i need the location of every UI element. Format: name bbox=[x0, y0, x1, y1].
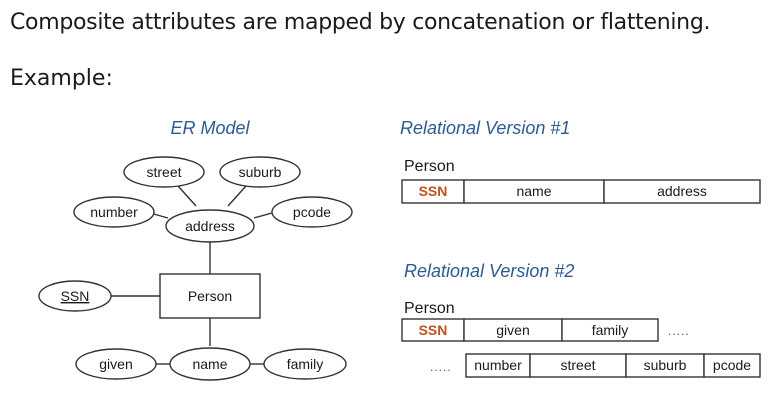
attr-number-ellipse bbox=[73, 196, 155, 228]
attr-street-ellipse bbox=[123, 156, 205, 188]
rel1-cell-ssn-text: SSN bbox=[419, 183, 448, 199]
er-model: ER Model street suburb number address pc… bbox=[38, 118, 353, 381]
attr-family-ellipse bbox=[263, 348, 347, 380]
rel2-cell-pcode bbox=[703, 353, 761, 378]
rel2-cell-suburb-text: suburb bbox=[644, 357, 687, 373]
rel2-title: Relational Version #2 bbox=[404, 261, 574, 281]
example-label: Example: bbox=[10, 66, 113, 91]
attr-street-label: street bbox=[146, 164, 181, 180]
attr-address-label: address bbox=[185, 218, 235, 234]
attr-name-label: name bbox=[192, 356, 227, 372]
rel2-cell-family-text: family bbox=[592, 322, 629, 338]
attr-suburb-ellipse bbox=[219, 156, 301, 188]
edge-street-address bbox=[177, 185, 197, 207]
rel2-relation-name: Person bbox=[404, 300, 455, 317]
attr-pcode-ellipse bbox=[271, 196, 353, 228]
edge-pcode-address bbox=[253, 212, 273, 219]
attr-ssn-label: SSN bbox=[61, 288, 90, 304]
relational-version-2: Relational Version #2 Person SSN given f… bbox=[401, 261, 761, 378]
attr-suburb-label: suburb bbox=[239, 164, 282, 180]
edge-suburb-address bbox=[227, 185, 247, 207]
rel1-cell-address bbox=[603, 179, 761, 204]
attr-given-label: given bbox=[99, 356, 132, 372]
heading-text: Composite attributes are mapped by conca… bbox=[10, 10, 711, 35]
relational-version-1: Relational Version #1 Person SSN name ad… bbox=[400, 118, 761, 204]
rel2-row1-continuation: ..... bbox=[668, 324, 690, 338]
entity-person-label: Person bbox=[188, 288, 232, 304]
rel2-row2-continuation: ..... bbox=[430, 360, 452, 374]
rel2-cell-given-text: given bbox=[496, 322, 529, 338]
rel2-cell-street-text: street bbox=[560, 357, 595, 373]
rel2-cell-pcode-text: pcode bbox=[713, 357, 751, 373]
rel1-title: Relational Version #1 bbox=[400, 118, 570, 138]
attr-ssn-ellipse bbox=[38, 280, 112, 312]
rel1-relation-name: Person bbox=[404, 158, 455, 175]
attr-pcode-label: pcode bbox=[293, 204, 331, 220]
rel2-cell-number-text: number bbox=[474, 357, 522, 373]
rel2-cell-family bbox=[561, 318, 659, 342]
attr-number-label: number bbox=[90, 204, 138, 220]
attr-address-ellipse bbox=[165, 209, 255, 243]
attr-given-ellipse bbox=[75, 348, 157, 380]
attr-name-ellipse bbox=[169, 347, 251, 381]
rel1-cell-name-text: name bbox=[516, 183, 551, 199]
entity-person-box bbox=[159, 273, 261, 319]
rel1-cell-address-text: address bbox=[657, 183, 707, 199]
attr-family-label: family bbox=[287, 356, 324, 372]
rel2-cell-ssn-text: SSN bbox=[419, 322, 448, 338]
er-model-title: ER Model bbox=[170, 118, 250, 138]
